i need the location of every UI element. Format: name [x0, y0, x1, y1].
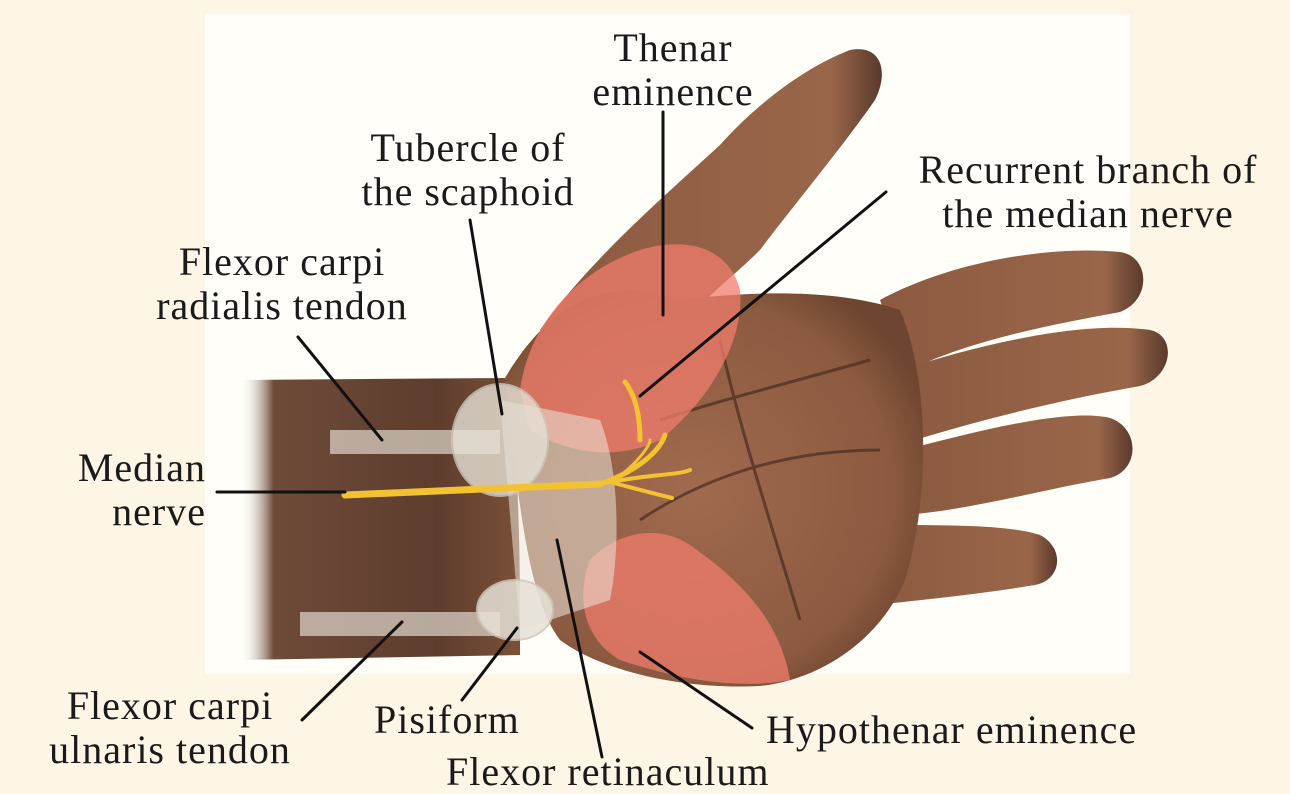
label-thenar-line1: Thenar — [588, 26, 758, 70]
label-tubercle-line2: the scaphoid — [338, 170, 598, 214]
label-radialis-line2: radialis tendon — [132, 284, 432, 328]
label-median-line2: nerve — [40, 490, 206, 534]
label-thenar-line2: eminence — [588, 70, 758, 114]
label-pisiform: Pisiform — [374, 698, 544, 742]
label-recurrent-branch: Recurrent branch of the median nerve — [888, 148, 1288, 236]
label-tubercle-scaphoid: Tubercle of the scaphoid — [338, 126, 598, 214]
label-hypothenar-eminence: Hypothenar eminence — [766, 708, 1206, 752]
label-retinaculum-line1: Flexor retinaculum — [446, 750, 786, 794]
label-flexor-carpi-radialis: Flexor carpi radialis tendon — [132, 240, 432, 328]
label-recurrent-line1: Recurrent branch of — [888, 148, 1288, 192]
label-radialis-line1: Flexor carpi — [132, 240, 432, 284]
label-flexor-retinaculum: Flexor retinaculum — [446, 750, 786, 794]
label-thenar-eminence: Thenar eminence — [588, 26, 758, 114]
label-recurrent-line2: the median nerve — [888, 192, 1288, 236]
label-pisiform-line1: Pisiform — [374, 698, 544, 742]
label-median-line1: Median — [40, 446, 206, 490]
label-tubercle-line1: Tubercle of — [338, 126, 598, 170]
label-hypothenar-line1: Hypothenar eminence — [766, 708, 1206, 752]
label-median-nerve: Median nerve — [40, 446, 206, 534]
label-ulnaris-line2: ulnaris tendon — [30, 728, 310, 772]
label-ulnaris-line1: Flexor carpi — [30, 684, 310, 728]
label-flexor-carpi-ulnaris: Flexor carpi ulnaris tendon — [30, 684, 310, 772]
